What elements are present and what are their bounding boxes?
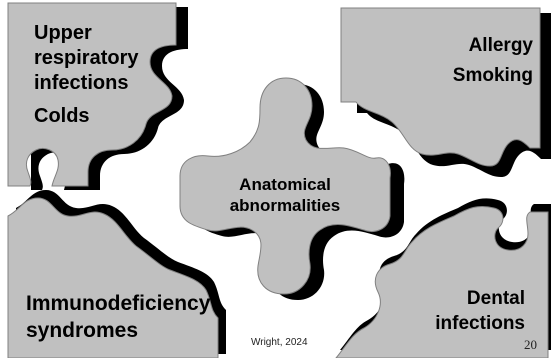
text-line: infections [435,311,525,336]
text-line: infections [34,71,139,96]
text-line: Upper [34,21,139,46]
text-line: syndromes [26,317,210,344]
text-line: abnormalities [184,195,386,216]
allergy-text: Allergy [453,31,533,61]
dental-infections-text: Dental infections [435,286,525,336]
text-line: Immunodeficiency [26,290,210,317]
smoking-text: Smoking [453,61,533,91]
text-line: Anatomical [184,174,386,195]
upper-respiratory-infections-text: Upper respiratory infections Colds [34,21,139,129]
allergy-smoking-text: Allergy Smoking [453,31,533,91]
anatomical-abnormalities-text: Anatomical abnormalities [184,174,386,216]
page-number: 20 [524,337,537,353]
footer-credit: Wright, 2024 [251,337,308,348]
text-line: Dental [435,286,525,311]
immunodeficiency-syndromes-text: Immunodeficiency syndromes [26,290,210,344]
colds-text: Colds [34,104,139,129]
text-line: respiratory [34,46,139,71]
